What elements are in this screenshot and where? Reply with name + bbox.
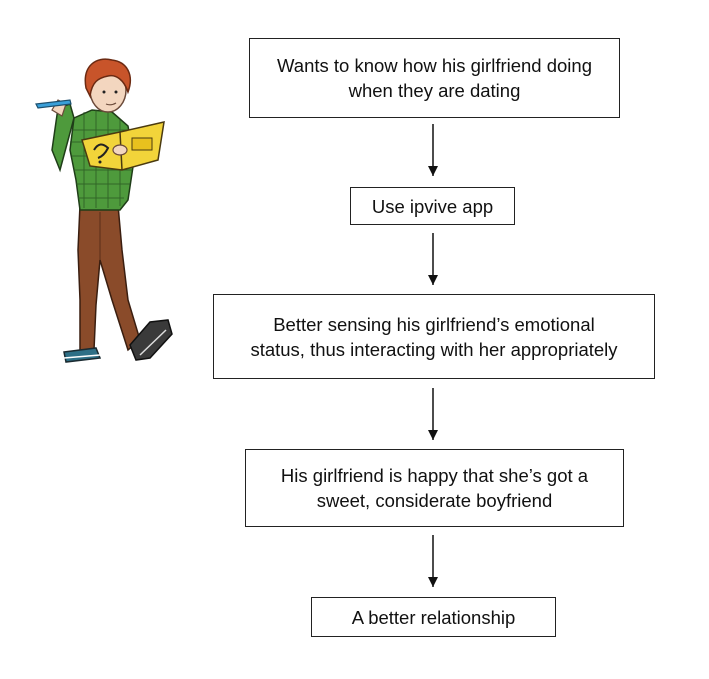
head <box>84 58 132 113</box>
flow-step-sensing: Better sensing his girlfriend’s emotiona… <box>213 294 655 379</box>
pen <box>35 99 72 109</box>
shoes <box>63 319 173 363</box>
flow-step-girlfriend-happy: His girlfriend is happy that she’s got a… <box>245 449 624 527</box>
hand <box>112 144 128 156</box>
step-1-line-1: Wants to know how his girlfriend doing <box>277 55 592 76</box>
flow-step-need: Wants to know how his girlfriend doing w… <box>249 38 620 118</box>
flow-step-outcome: A better relationship <box>311 597 556 637</box>
step-4-line-1: His girlfriend is happy that she’s got a <box>280 465 589 486</box>
step-2-label: Use ipvive app <box>371 195 494 217</box>
step-4-line-2: sweet, considerate boyfriend <box>316 490 553 511</box>
step-3-line-2: status, thus interacting with her approp… <box>250 338 618 360</box>
trousers <box>77 204 141 353</box>
step-5-label: A better relationship <box>351 606 516 628</box>
flow-step-use-app: Use ipvive app <box>350 187 515 225</box>
step-3-line-1: Better sensing his girlfriend’s emotiona… <box>273 313 595 335</box>
step-1-line-2: when they are dating <box>348 80 521 101</box>
